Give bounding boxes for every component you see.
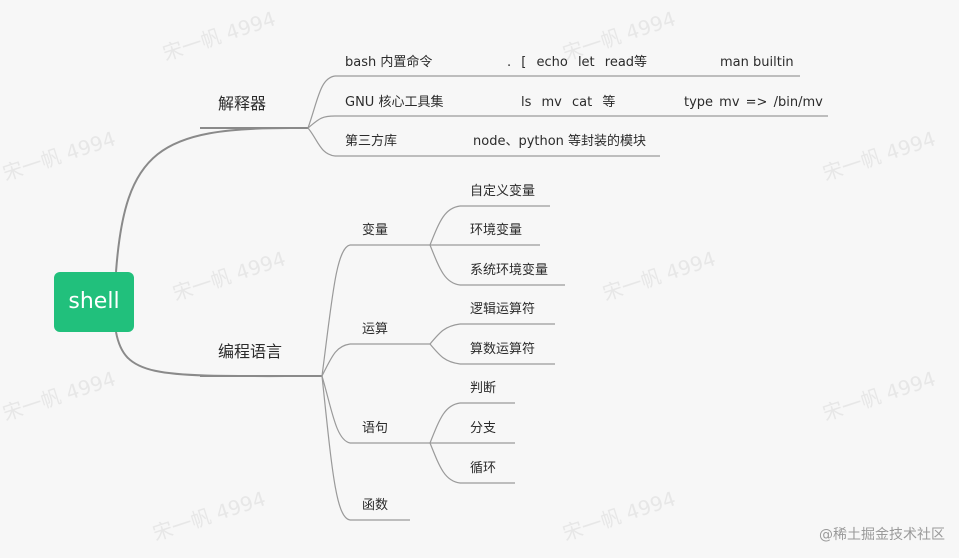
node-logic-operators[interactable]: 逻辑运算符: [470, 302, 536, 317]
connector-root-interpreter: [115, 127, 291, 273]
example-type-mv: type mv => /bin/mv: [684, 95, 823, 110]
root-node-shell[interactable]: shell: [54, 272, 134, 332]
node-bash-builtin[interactable]: bash 内置命令: [345, 55, 433, 70]
connector-bash-builtin: [307, 75, 336, 129]
connector-statements: [321, 375, 351, 444]
node-operations[interactable]: 运算: [362, 322, 389, 337]
node-variables[interactable]: 变量: [362, 223, 389, 238]
source-credit: @稀土掘金技术社区: [819, 527, 945, 543]
node-environment-variables[interactable]: 环境变量: [470, 223, 523, 238]
node-branching[interactable]: 分支: [470, 421, 497, 436]
connector-sys-env-var: [429, 244, 461, 286]
example-bash-builtin-commands: . [ echo let read等: [507, 55, 648, 70]
connector-condition: [429, 402, 461, 444]
connector-loop: [429, 442, 461, 484]
connector-third-party: [307, 127, 336, 157]
connector-custom-var: [429, 205, 461, 246]
connector-gnu-core: [307, 115, 336, 129]
node-system-environment-variables[interactable]: 系统环境变量: [470, 263, 549, 278]
connector-variables: [321, 244, 351, 377]
example-man-builtin: man builtin: [720, 55, 794, 70]
node-custom-variables[interactable]: 自定义变量: [470, 184, 536, 199]
example-gnu-commands: ls mv cat 等: [521, 95, 616, 110]
node-gnu-coreutils[interactable]: GNU 核心工具集: [345, 95, 444, 110]
example-third-party-modules: node、python 等封装的模块: [473, 134, 647, 149]
node-condition[interactable]: 判断: [470, 381, 497, 396]
branch-programming-language[interactable]: 编程语言: [218, 342, 283, 361]
node-functions[interactable]: 函数: [362, 498, 389, 513]
node-arithmetic-operators[interactable]: 算数运算符: [470, 342, 536, 357]
branch-interpreter[interactable]: 解释器: [218, 94, 267, 113]
connector-operations: [321, 343, 351, 377]
node-loop[interactable]: 循环: [470, 461, 497, 476]
node-third-party-libs[interactable]: 第三方库: [345, 134, 398, 149]
connector-arith-ops: [429, 343, 461, 365]
connector-logic-ops: [429, 323, 461, 345]
connector-functions: [321, 375, 351, 521]
node-statements[interactable]: 语句: [362, 421, 389, 436]
